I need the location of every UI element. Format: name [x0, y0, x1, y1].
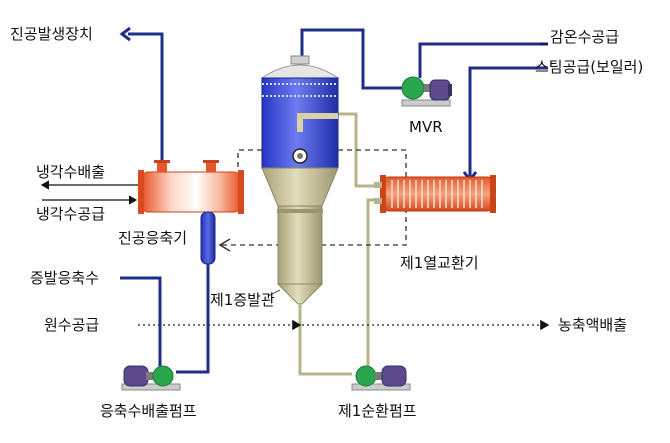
label-warm-water-supply: 감온수공급 — [550, 28, 619, 46]
first-evaporator-vessel — [260, 55, 340, 305]
label-first-evaporator: 제1증발관 — [210, 291, 275, 309]
steam-supply-pipe — [468, 66, 548, 178]
label-steam-supply: 스팀공급(보일러) — [535, 58, 643, 76]
vacuum-generator-arrow — [119, 26, 131, 42]
first-circulation-pump-unit — [351, 365, 411, 391]
label-first-heat-exchanger: 제1열교환기 — [400, 254, 479, 272]
label-vacuum-condenser: 진공응축기 — [118, 229, 187, 247]
condensate-pipe — [176, 262, 210, 374]
condensate-discharge-pump-unit — [121, 365, 181, 391]
dashed-arrowhead — [218, 238, 231, 252]
label-condensate-discharge-pump: 응축수배출펌프 — [100, 402, 197, 420]
label-first-circulation-pump: 제1순환펌프 — [338, 402, 417, 420]
evaporator-leader — [267, 289, 281, 297]
label-cooling-water-discharge: 냉각수배출 — [36, 163, 105, 181]
label-mvr: MVR — [409, 118, 443, 136]
label-raw-water-supply: 원수공급 — [44, 316, 99, 334]
label-vacuum-generator: 진공발생장치 — [10, 25, 93, 43]
evaporated-condensate-pipe — [120, 276, 162, 372]
vapor-pipe — [300, 28, 408, 90]
first-heat-exchanger-unit — [374, 175, 496, 213]
label-concentrate-discharge: 농축액배출 — [558, 316, 627, 334]
dashed-line-evap-to-condenser — [237, 149, 262, 168]
mvr-compressor — [401, 76, 452, 107]
mvr-discharge-pipe — [418, 42, 548, 78]
label-cooling-water-supply: 냉각수공급 — [36, 205, 105, 223]
circulation-pipe-bottom — [298, 305, 352, 376]
vacuum-generator-pipe — [128, 32, 164, 166]
vacuum-condenser — [138, 160, 244, 214]
condensate-receiver-column — [200, 211, 216, 265]
circulation-pipe-return — [366, 198, 380, 368]
label-evaporated-condensate: 증발응축수 — [30, 269, 99, 287]
